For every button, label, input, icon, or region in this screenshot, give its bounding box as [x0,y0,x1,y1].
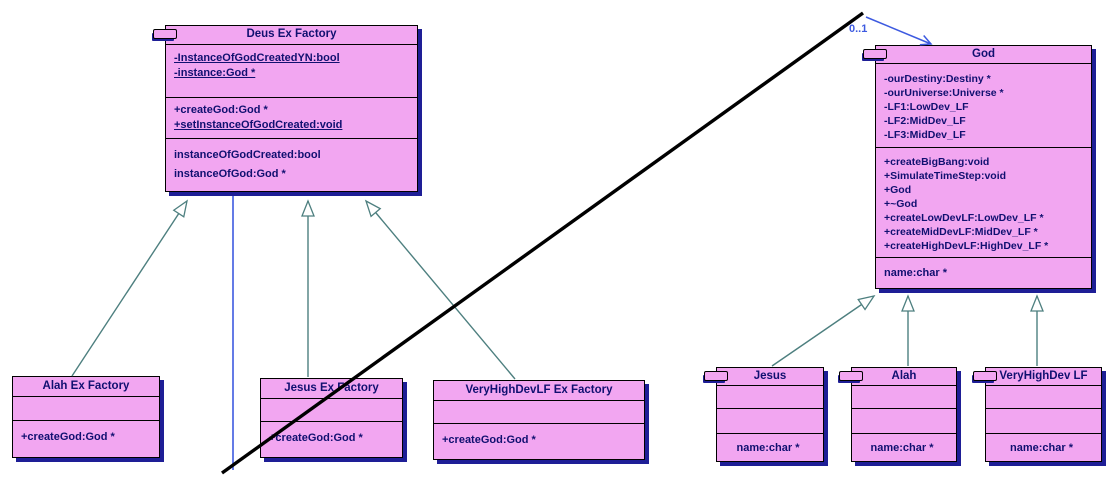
attributes-section-empty [434,401,644,424]
class-title: VeryHighDevLF Ex Factory [434,381,644,401]
class-title: Jesus [717,368,823,386]
class-property: instanceOfGodCreated:bool [174,149,321,161]
class-method: +createGod:God * [269,432,363,444]
class-property: instanceOfGod:God * [174,168,286,180]
class-property: name:char * [870,442,934,454]
class-method: +createLowDevLF:LowDev_LF * [884,212,1044,224]
properties-section: name:char * [876,258,1091,288]
class-attribute: -InstanceOfGodCreatedYN:bool [174,52,340,64]
class-jesus-ex-factory[interactable]: Jesus Ex Factory +createGod:God * [260,378,403,458]
properties-section: name:char * [852,434,956,461]
methods-section-empty [717,409,823,434]
properties-section: instanceOfGodCreated:bool instanceOfGod:… [166,139,417,190]
class-alah[interactable]: Alah name:char * [839,367,957,462]
class-title: Alah [852,368,956,386]
attributes-section: -InstanceOfGodCreatedYN:bool -instance:G… [166,45,417,98]
class-method: +createGod:God * [21,431,115,443]
attributes-section-empty [261,399,402,422]
attributes-section-empty [13,397,159,421]
methods-section: +createGod:God * [13,421,159,457]
class-veryhighdev-lf[interactable]: VeryHighDev LF name:char * [973,367,1102,462]
attributes-section-empty [717,386,823,409]
class-attribute: -LF2:MidDev_LF [884,115,966,127]
class-method: +createHighDevLF:HighDev_LF * [884,240,1049,252]
generalization-jesus-to-god [771,295,876,367]
attributes-section-empty [986,386,1101,409]
class-icon [839,371,863,381]
properties-section: name:char * [986,434,1101,461]
properties-section: name:char * [717,434,823,461]
class-title: Deus Ex Factory [166,26,417,45]
class-attribute: -ourDestiny:Destiny * [884,73,991,85]
methods-section: +createGod:God * +setInstanceOfGodCreate… [166,98,417,139]
class-property: name:char * [736,442,800,454]
class-method: +createBigBang:void [884,156,990,168]
association-arrow-to-god [865,16,933,46]
class-attribute: -LF1:LowDev_LF [884,101,969,113]
generalization-vhdlffactory-to-deus [364,199,516,380]
class-icon [704,371,728,381]
methods-section-empty [852,409,956,434]
class-title: God [876,46,1091,64]
class-title: VeryHighDev LF [986,368,1101,386]
class-attribute: -ourUniverse:Universe * [884,87,1004,99]
generalization-alahfactory-to-deus [71,199,188,377]
class-title: Jesus Ex Factory [261,379,402,399]
class-deus-ex-factory[interactable]: Deus Ex Factory -InstanceOfGodCreatedYN:… [153,25,418,192]
class-icon [863,49,887,59]
methods-section-empty [986,409,1101,434]
class-property: name:char * [884,267,947,279]
attributes-section: -ourDestiny:Destiny * -ourUniverse:Unive… [876,64,1091,148]
attributes-section-empty [852,386,956,409]
class-icon [153,29,177,39]
class-method: +~God [884,198,918,210]
class-jesus[interactable]: Jesus name:char * [704,367,824,462]
class-method: +createMidDevLF:MidDev_LF * [884,226,1038,238]
class-method: +createGod:God * [174,104,268,116]
class-attribute: -LF3:MidDev_LF [884,129,966,141]
class-method: +God [884,184,912,196]
class-alah-ex-factory[interactable]: Alah Ex Factory +createGod:God * [12,376,160,458]
class-method: +createGod:God * [442,434,536,446]
class-veryhighdevlf-ex-factory[interactable]: VeryHighDevLF Ex Factory +createGod:God … [433,380,645,460]
class-property: name:char * [1010,442,1073,454]
class-attribute: -instance:God * [174,67,256,79]
methods-section: +createGod:God * [261,422,402,457]
class-method: +SimulateTimeStep:void [884,170,1007,182]
class-method: +setInstanceOfGodCreated:void [174,119,343,131]
multiplicity-label: 0..1 [849,23,868,35]
methods-section: +createGod:God * [434,424,644,459]
class-title: Alah Ex Factory [13,377,159,397]
methods-section: +createBigBang:void +SimulateTimeStep:vo… [876,148,1091,258]
class-icon [973,371,997,381]
class-god[interactable]: God -ourDestiny:Destiny * -ourUniverse:U… [863,45,1092,289]
